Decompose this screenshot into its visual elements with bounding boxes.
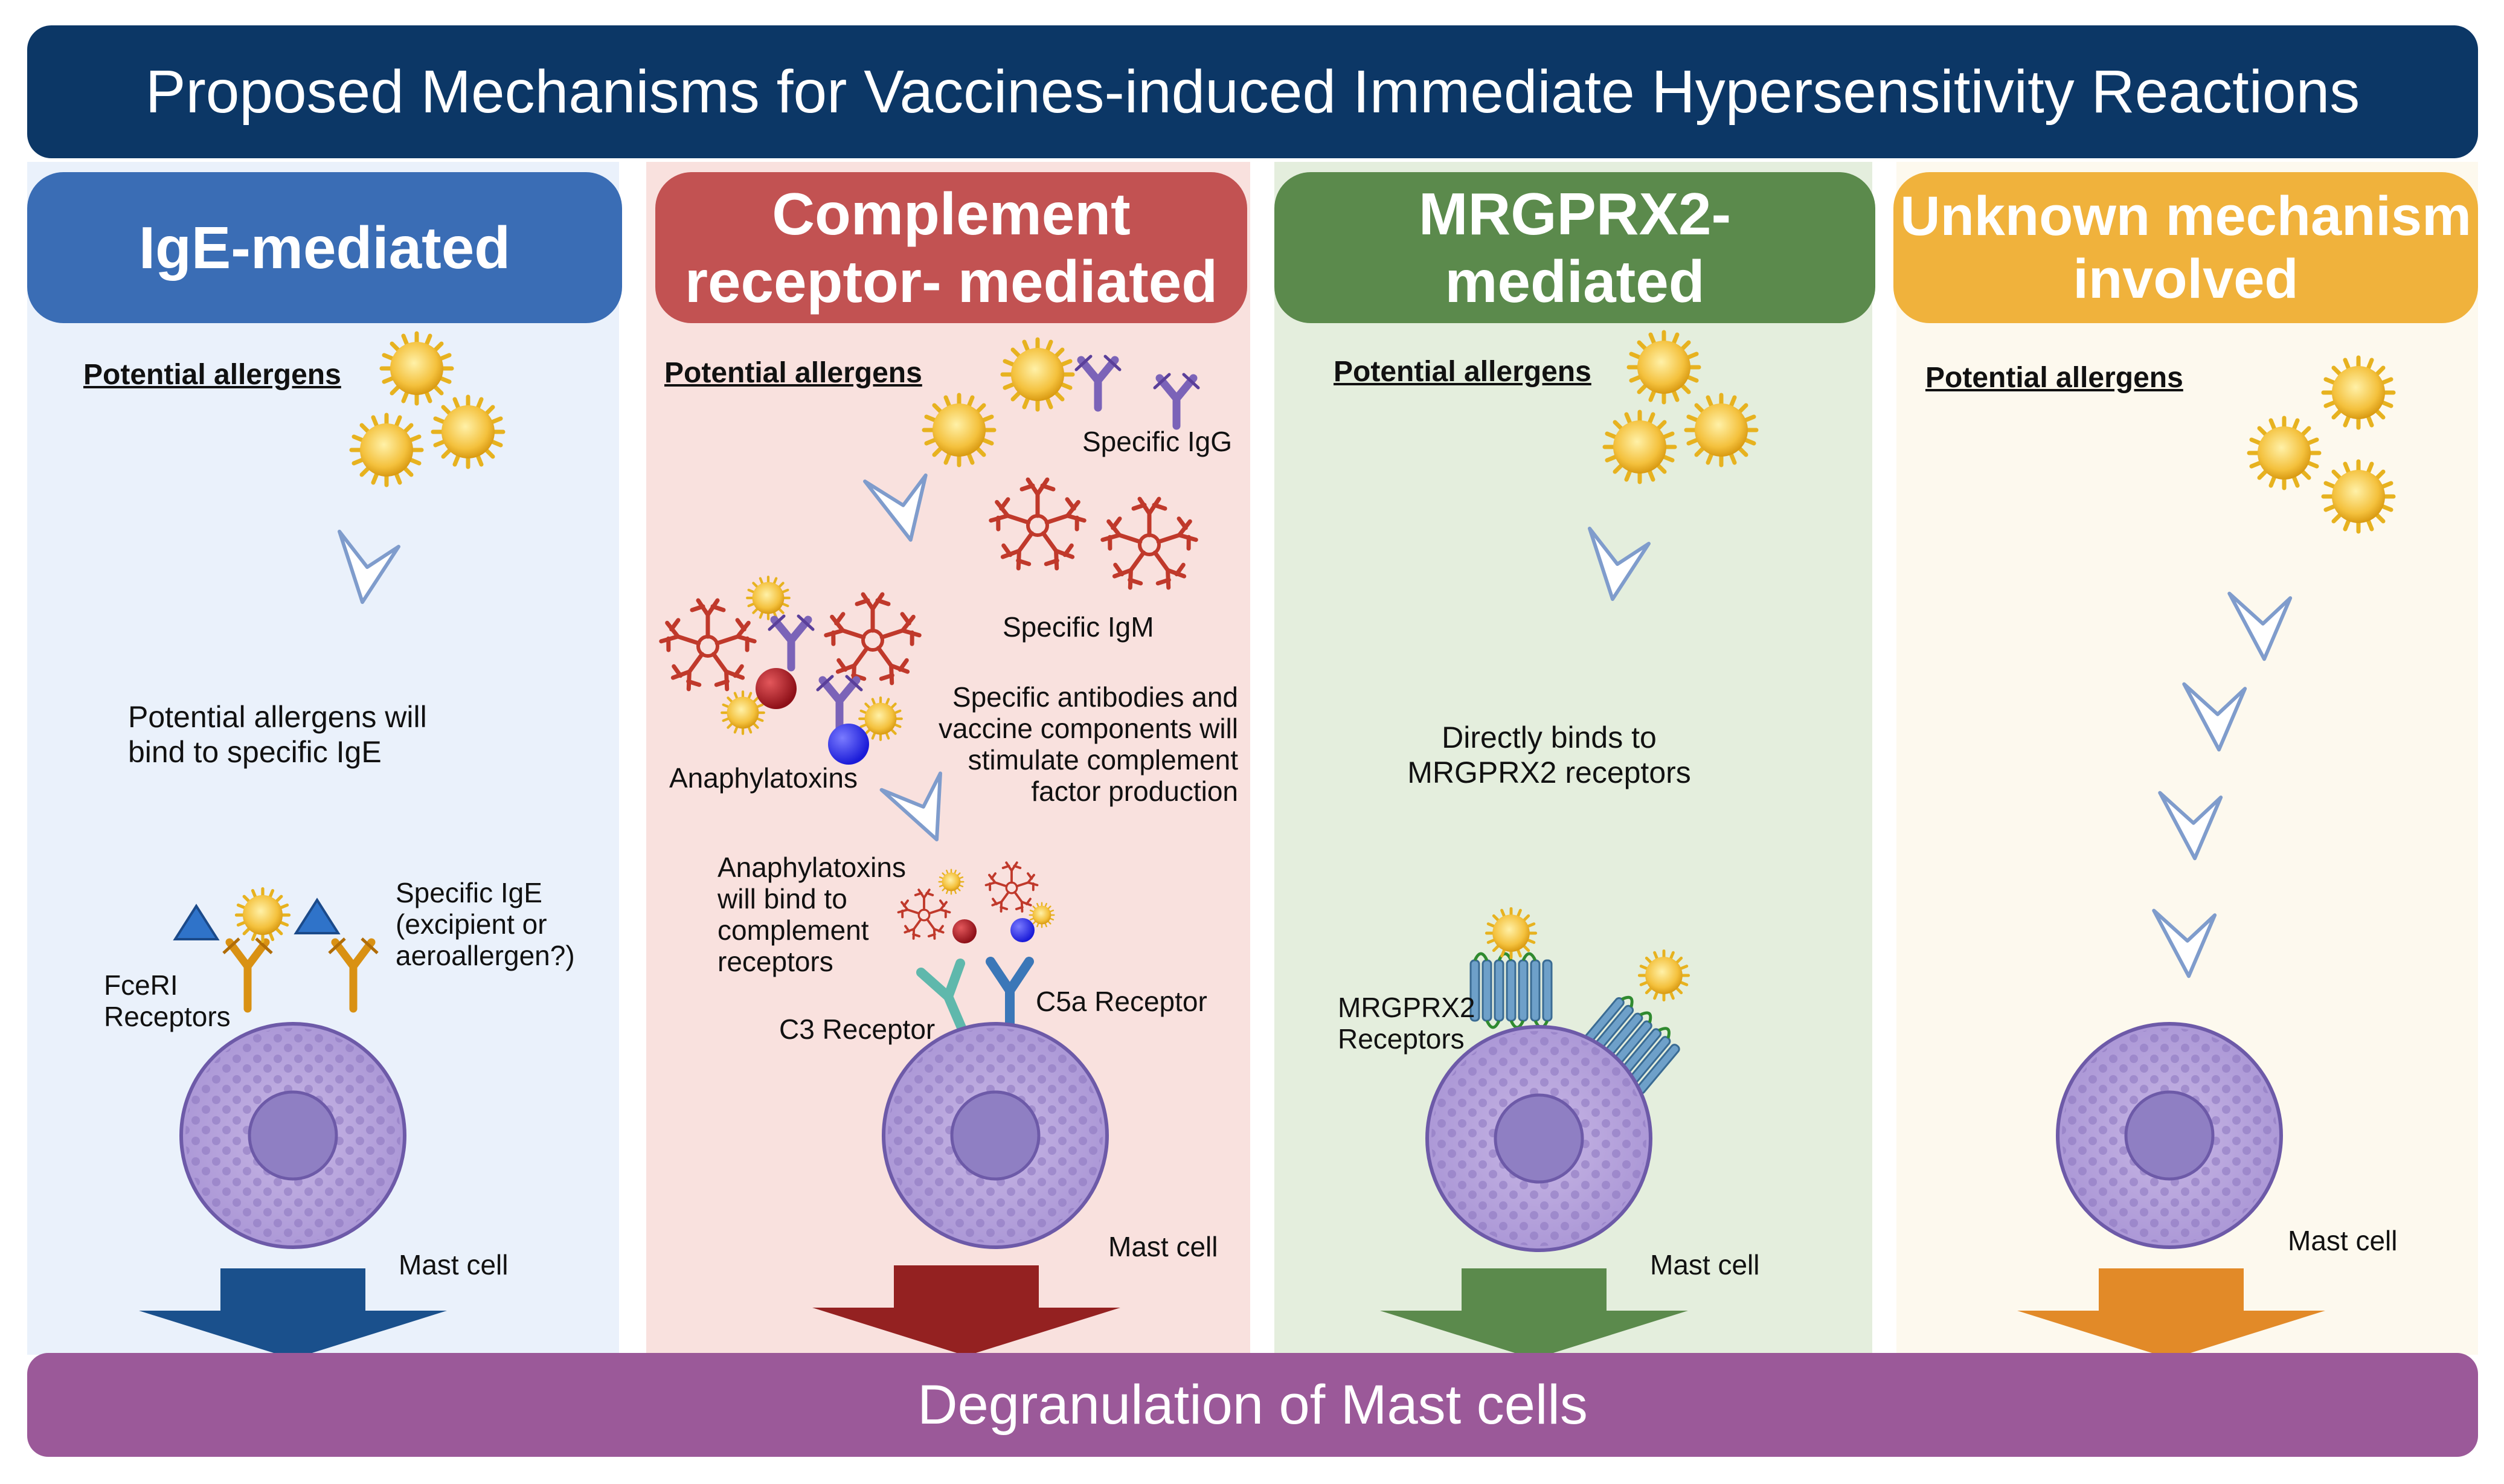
mrgprx2-bind-text: Directly binds to MRGPRX2 receptors [1407, 721, 1691, 789]
mrgprx2-receptors-label: MRGPRX2 Receptors [1338, 992, 1475, 1055]
complement-stimulate-text: Specific antibodies and vaccine componen… [938, 681, 1238, 807]
allergen-icon [1605, 412, 1675, 482]
allergen-icon [938, 869, 965, 895]
complement-bind-text: Anaphylatoxins will bind to complement r… [717, 852, 906, 977]
specific-igm-label: Specific IgM [1003, 611, 1154, 643]
arrow-down-icon [139, 1268, 447, 1359]
arrow-down-icon [1380, 1268, 1688, 1359]
chevron-down-icon [865, 461, 945, 547]
chevron-down-icon [2184, 674, 2255, 754]
triangle-allergen-icon [294, 898, 341, 934]
allergen-icon [1639, 951, 1688, 1000]
footer-banner: Degranulation of Mast cells [27, 1353, 2478, 1457]
unknown-potential-allergens: Potential allergens [1925, 362, 2183, 394]
ige-mast-cell-label: Mast cell [399, 1249, 509, 1280]
ige-bind-text: Potential allergens will bind to specifi… [128, 700, 427, 769]
ige-header-label: IgE-mediated [138, 214, 511, 281]
allergen-icon [2323, 461, 2393, 532]
fceri-receptor-icon [329, 939, 377, 1009]
mast-cell-icon [2058, 1024, 2281, 1247]
mrgprx2-mast-cell-label: Mast cell [1650, 1249, 1760, 1280]
chevron-down-icon [2154, 901, 2224, 980]
allergen-icon [1686, 395, 1756, 465]
igg-antibody-icon [1076, 356, 1120, 408]
allergen-icon [433, 397, 503, 467]
anaphylatoxins-label: Anaphylatoxins [669, 762, 858, 794]
allergen-icon [1486, 908, 1535, 957]
c3-receptor-label: C3 Receptor [779, 1013, 936, 1045]
anaphylatoxin-blue-icon [1010, 918, 1035, 942]
allergen-icon [1629, 332, 1699, 402]
c5a-receptor-label: C5a Receptor [1036, 986, 1207, 1017]
complement-mast-cell-label: Mast cell [1108, 1231, 1218, 1262]
anaphylatoxin-red-icon [952, 919, 977, 943]
igm-antibody-icon [1101, 499, 1198, 591]
allergen-icon [1003, 339, 1073, 410]
mast-cell-icon [181, 1024, 405, 1247]
mast-cell-icon [1427, 1027, 1651, 1250]
unknown-mast-cell-label: Mast cell [2288, 1225, 2398, 1256]
footer-label: Degranulation of Mast cells [917, 1373, 1588, 1436]
complement-header-label: Complement receptor- mediated [684, 181, 1218, 315]
allergen-icon [382, 333, 452, 403]
allergen-icon [237, 889, 289, 942]
mrgprx2-potential-allergens: Potential allergens [1334, 356, 1591, 388]
specific-ige-label: Specific IgE (excipient or aeroallergen?… [396, 877, 575, 971]
igg-antibody-icon [769, 616, 813, 667]
igm-antibody-icon [824, 594, 922, 687]
ige-potential-allergens: Potential allergens [83, 359, 341, 391]
igg-antibody-icon [818, 676, 861, 728]
complement-header: Complement receptor- mediated [655, 172, 1247, 323]
mast-cell-icon [884, 1024, 1107, 1247]
chevron-down-icon [2229, 583, 2300, 663]
page-title: Proposed Mechanisms for Vaccines-induced… [145, 57, 2360, 126]
chevron-down-icon [339, 532, 399, 602]
unknown-header-label: Unknown mechanism involved [1900, 185, 2471, 310]
unknown-header: Unknown mechanism involved [1893, 172, 2478, 323]
chevron-down-icon [1590, 528, 1649, 599]
specific-igg-label: Specific IgG [1082, 426, 1232, 457]
fceri-receptor-icon [223, 939, 272, 1009]
allergen-icon [722, 692, 764, 734]
allergen-icon [2323, 358, 2393, 428]
mrgprx2-header-label: MRGPRX2- mediated [1418, 181, 1732, 315]
igm-antibody-icon [660, 600, 757, 693]
chevron-down-icon [2160, 783, 2230, 862]
fceri-receptors-label: FceRI Receptors [104, 969, 231, 1032]
igg-antibody-icon [1155, 374, 1198, 426]
anaphylatoxin-blue-icon [828, 724, 869, 765]
arrow-down-icon [812, 1265, 1120, 1356]
allergen-icon [1029, 902, 1055, 928]
mrgprx2-header: MRGPRX2- mediated [1274, 172, 1875, 323]
arrow-down-icon [2017, 1268, 2325, 1359]
allergen-icon [2249, 418, 2319, 488]
title-banner: Proposed Mechanisms for Vaccines-induced… [27, 25, 2478, 158]
allergen-icon [352, 415, 422, 485]
allergen-icon [747, 577, 789, 619]
complement-potential-allergens: Potential allergens [664, 357, 922, 389]
ige-header: IgE-mediated [27, 172, 622, 323]
igm-antibody-icon [989, 480, 1087, 572]
allergen-icon [924, 395, 994, 465]
anaphylatoxin-red-icon [756, 668, 797, 709]
igm-antibody-icon [985, 862, 1038, 913]
triangle-allergen-icon [173, 904, 220, 940]
mrgprx2-receptor-icon [1471, 954, 1552, 1027]
